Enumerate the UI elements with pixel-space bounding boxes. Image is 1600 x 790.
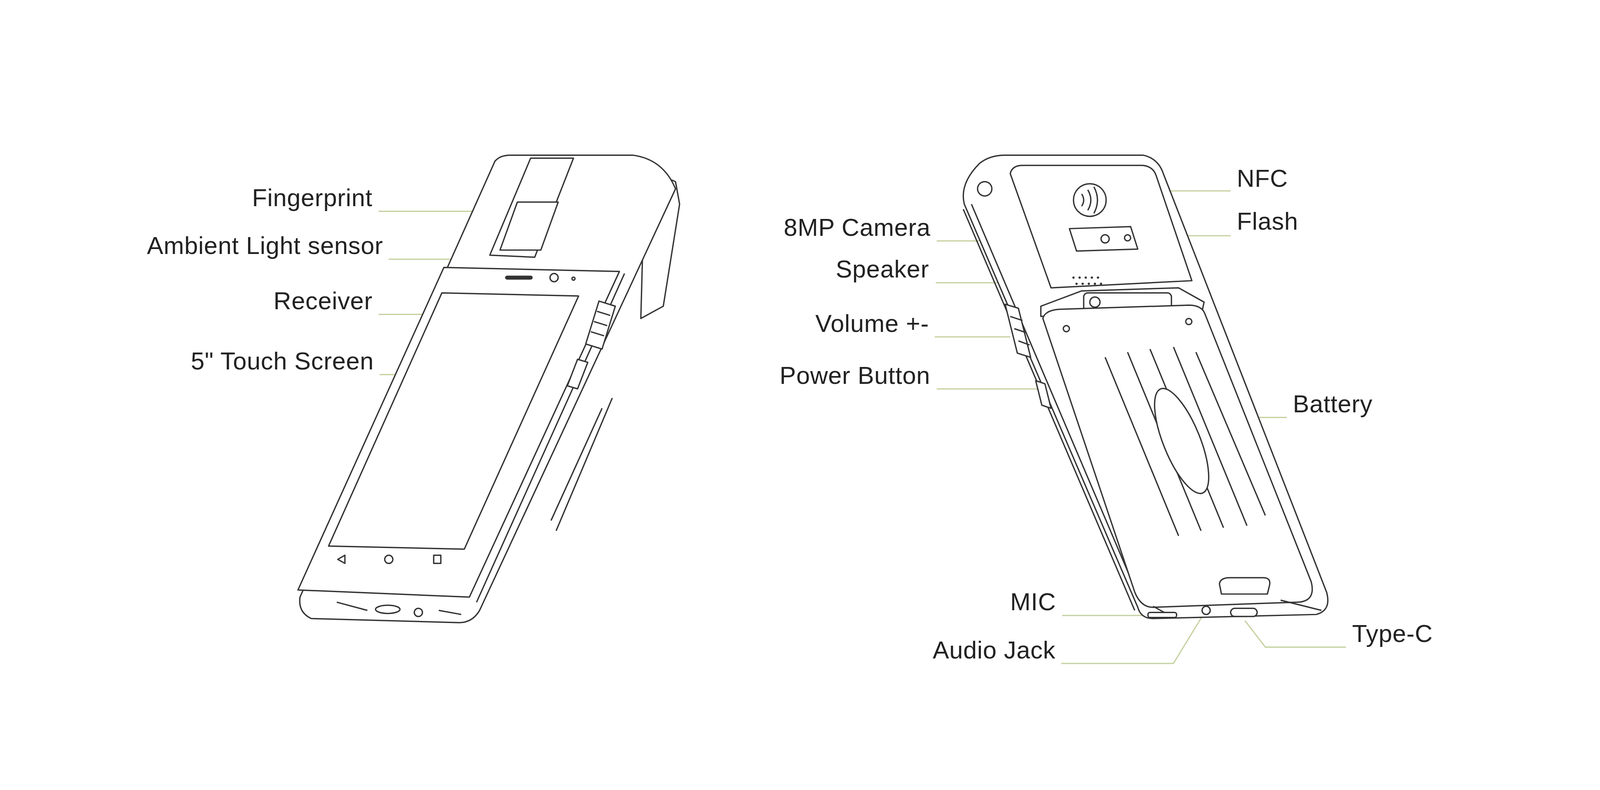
part-label: Volume +- [815,311,930,336]
part-label: NFC [1236,166,1288,191]
front-view [297,154,680,623]
part-label: Flash [1236,208,1299,234]
part-label: 5" Touch Screen [190,349,374,374]
part-label: Power Button [779,363,931,388]
part-label: 8MP Camera [783,215,931,240]
part-label: Speaker [835,257,930,282]
part-label: Type-C [1351,621,1433,646]
part-label: Fingerprint [252,185,373,211]
part-label: Ambient Light sensor [147,233,384,259]
part-label: Receiver [273,288,373,314]
part-label: Battery [1292,391,1373,417]
part-label: Audio Jack [932,637,1056,662]
back-view [963,154,1328,619]
part-label: MIC [1010,589,1056,615]
